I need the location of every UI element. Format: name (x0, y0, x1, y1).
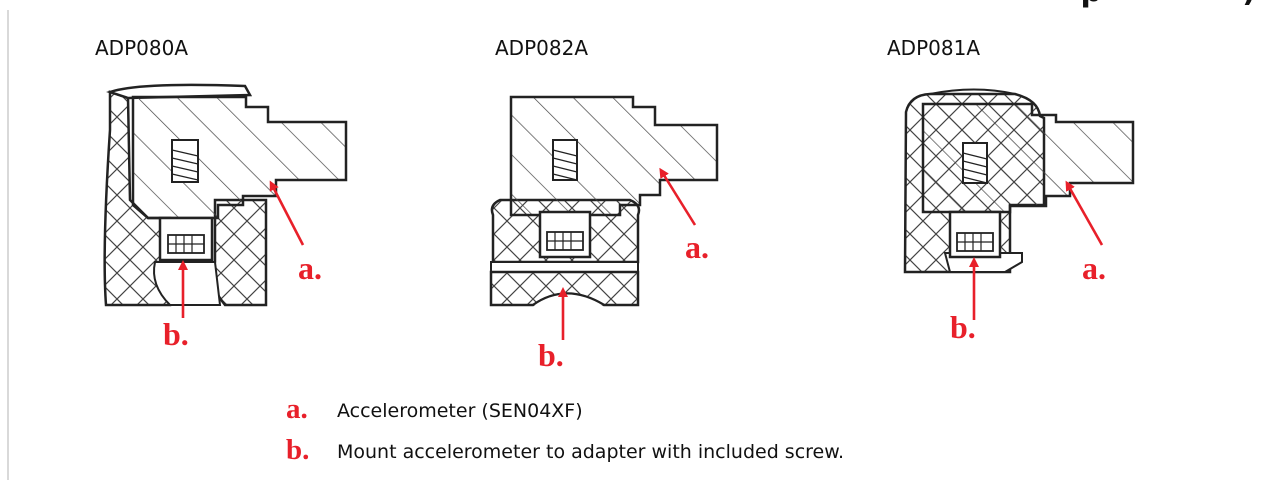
arrow-a (269, 180, 305, 246)
cropped-header-text: p (1081, 0, 1102, 9)
callout-a: a. (685, 229, 709, 265)
content-frame (7, 10, 1262, 480)
adapter-body-right (210, 198, 268, 307)
arrow-a (659, 167, 697, 226)
accelerometer-body (921, 102, 1135, 214)
diagram-adp082a: a. b. (489, 95, 719, 373)
model-label-adp081a: ADP081A (887, 36, 980, 60)
recess (153, 261, 222, 306)
model-label-adp080a: ADP080A (95, 36, 188, 60)
accelerometer-body (131, 95, 348, 220)
adapter-rim (106, 83, 253, 100)
callout-b: b. (538, 337, 564, 373)
legend-key-a: a. (286, 393, 308, 425)
screw-shank (552, 139, 578, 181)
callout-a: a. (298, 250, 322, 286)
legend-text-b: Mount accelerometer to adapter with incl… (337, 441, 845, 463)
adapter-flange (490, 261, 639, 273)
diagram-adp080a: a. b. (103, 83, 348, 352)
legend-key-b: b. (286, 434, 310, 466)
screw-shank (962, 142, 988, 184)
callout-b: b. (163, 316, 189, 352)
arrow-a (1065, 180, 1104, 246)
callout-b: b. (950, 309, 976, 345)
cropped-header-paren: ) (1242, 0, 1256, 9)
cropped-header-strip: p ) (0, 0, 1262, 10)
accelerometer-body (509, 95, 719, 217)
model-label-adp082a: ADP082A (495, 36, 588, 60)
legend-text-a: Accelerometer (SEN04XF) (337, 400, 583, 422)
diagram-adp081a: a. b. (903, 88, 1135, 345)
callout-a: a. (1082, 250, 1106, 286)
